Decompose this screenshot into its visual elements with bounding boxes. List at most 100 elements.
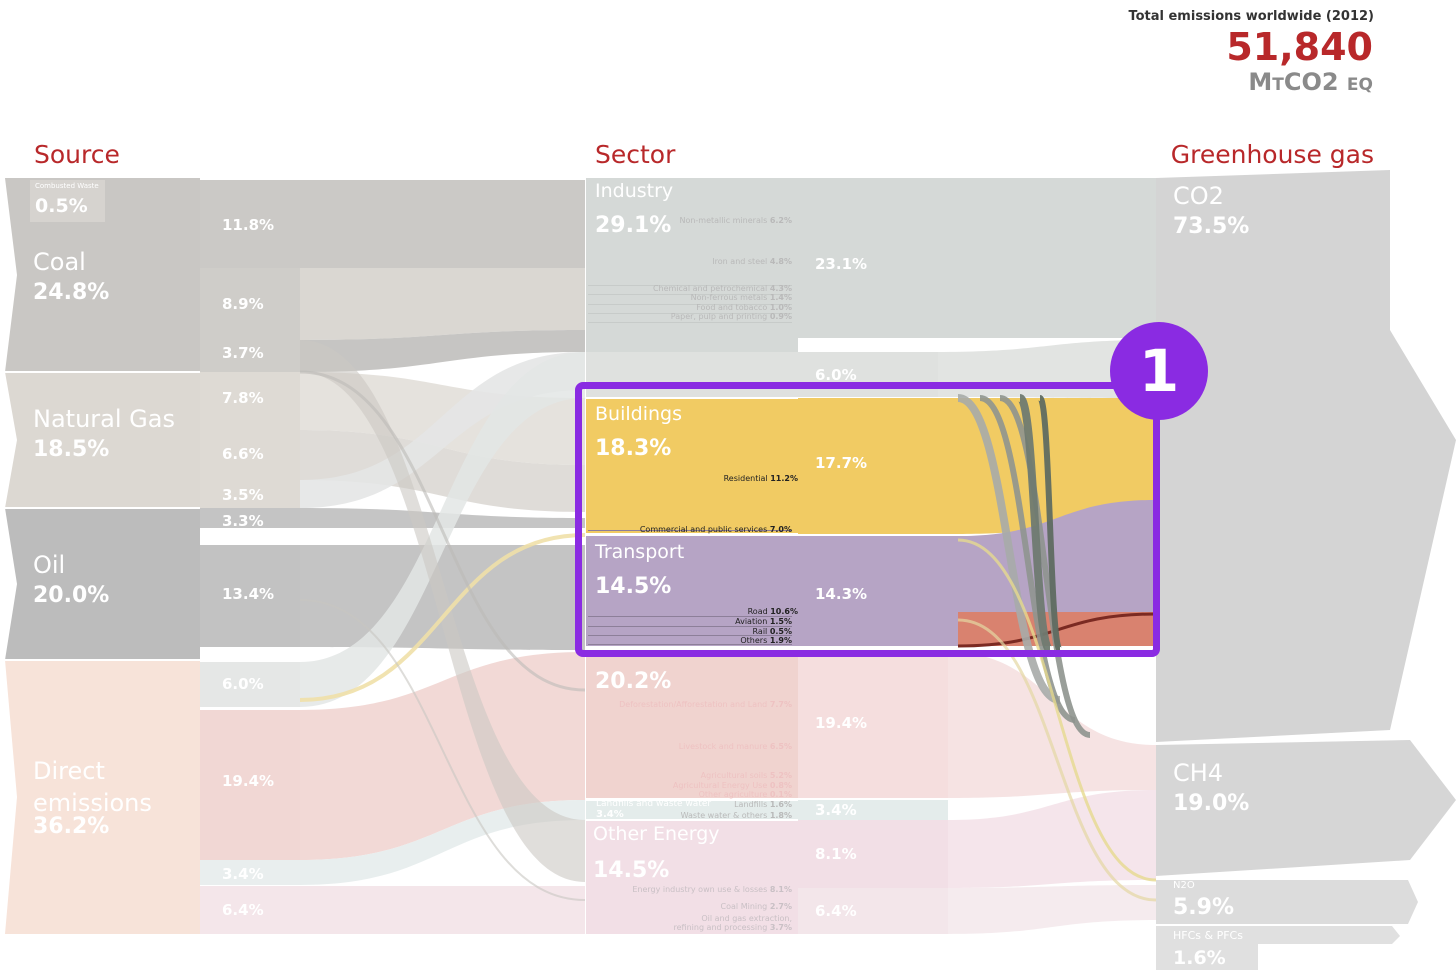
gas-block-n2o xyxy=(1156,880,1418,924)
sector-value-industry: 29.1% xyxy=(595,213,672,238)
flow-line xyxy=(1016,394,1054,654)
highlight-box xyxy=(575,382,1160,657)
sector-value-agriculture: 20.2% xyxy=(595,669,672,694)
flow-block xyxy=(200,430,300,480)
divider xyxy=(588,644,792,645)
column-header-sector: Sector xyxy=(595,140,676,169)
divider xyxy=(586,533,798,535)
flow-value: 7.8% xyxy=(222,389,264,407)
subsector-label: Agricultural soils 5.2% xyxy=(700,771,792,780)
gas-block-co2 xyxy=(1156,170,1456,742)
sector-label-other-energy: Other Energy xyxy=(593,823,720,845)
source-block-combusted-waste xyxy=(30,180,105,222)
flow-line xyxy=(299,533,586,702)
source-label-coal: Coal xyxy=(33,248,86,276)
flow-ribbon xyxy=(948,790,1156,888)
sector-value-waste: 3.4% xyxy=(596,809,624,820)
gas-value-co2: 73.5% xyxy=(1173,214,1250,239)
flow-value: 6.6% xyxy=(222,445,264,463)
subsector-label: Others 1.9% xyxy=(740,636,792,645)
divider xyxy=(588,294,792,295)
flow-value: 3.7% xyxy=(222,344,264,362)
flow-block xyxy=(798,352,938,397)
flow-ribbon xyxy=(300,652,585,860)
flow-value: 6.0% xyxy=(222,675,264,693)
divider xyxy=(588,304,792,305)
flow-block xyxy=(798,536,958,646)
flow-block xyxy=(798,652,948,798)
subsector-label: Residential 11.2% xyxy=(723,474,798,483)
subsector-label: refining and processing 3.7% xyxy=(673,923,793,932)
flow-ribbon xyxy=(948,885,1156,934)
flow-ribbon xyxy=(300,268,585,340)
flow-ribbon xyxy=(300,340,585,882)
subsector-label: Chemical and petrochemical 4.3% xyxy=(652,284,792,293)
gas-label-n2o: N2O xyxy=(1173,880,1195,891)
flow-value: 6.4% xyxy=(815,902,857,920)
divider xyxy=(588,322,792,323)
divider xyxy=(5,659,200,661)
flow-block xyxy=(798,888,948,934)
source-label-natural-gas: Natural Gas xyxy=(33,405,175,433)
sector-value-buildings: 18.3% xyxy=(595,436,672,461)
divider xyxy=(588,285,792,286)
source-label-direct-emissions: Direct emissions xyxy=(33,757,152,817)
flow-line xyxy=(957,394,1061,704)
flow-block xyxy=(798,800,948,820)
flow-block xyxy=(200,268,300,340)
flow-block xyxy=(200,545,300,647)
subsector-label: Rail 0.5% xyxy=(752,627,792,636)
gas-block-hfcs xyxy=(1156,926,1400,970)
flow-value: 14.3% xyxy=(815,585,868,603)
gas-block-ch4 xyxy=(1156,740,1456,876)
gas-label-ch4: CH4 xyxy=(1173,759,1224,787)
subsector-label: Aviation 1.5% xyxy=(735,617,792,626)
divider xyxy=(588,616,792,617)
total-caption: Total emissions worldwide (2012) xyxy=(1128,9,1374,24)
sector-label-industry: Industry xyxy=(595,180,674,202)
flow-value: 17.7% xyxy=(815,454,868,472)
source-value-oil: 20.0% xyxy=(33,583,110,608)
flow-value: 11.8% xyxy=(222,216,275,234)
flow-value: 3.4% xyxy=(222,865,264,883)
flow-ribbon xyxy=(300,430,585,512)
subsector-label: Non-metallic minerals 6.2% xyxy=(679,216,792,225)
source-block-coal xyxy=(5,178,200,372)
flow-value: 13.4% xyxy=(222,585,275,603)
flow-ribbon xyxy=(958,398,1156,534)
flow-block xyxy=(798,178,1156,338)
flow-line xyxy=(299,599,586,901)
divider xyxy=(5,507,200,509)
sector-block-industry-lower xyxy=(586,352,798,397)
source-label-combusted-waste: Combusted Waste xyxy=(35,182,99,190)
source-value-coal: 24.8% xyxy=(33,280,110,305)
flow-value: 6.4% xyxy=(222,901,264,919)
flow-block xyxy=(200,340,300,372)
divider xyxy=(588,626,792,627)
divider xyxy=(5,371,200,373)
flow-line xyxy=(979,395,1076,723)
flow-line xyxy=(299,370,586,692)
flow-value: 8.1% xyxy=(815,845,857,863)
flow-block xyxy=(200,886,585,934)
gas-label-hfcs-pfcs: HFCs & PFCs xyxy=(1173,929,1243,942)
subsector-label: Other agriculture 0.1% xyxy=(698,790,792,799)
source-block-natural-gas xyxy=(5,372,200,508)
source-block-oil xyxy=(5,508,200,660)
flow-block xyxy=(200,480,300,508)
subsector-label: Landfills 1.6% xyxy=(734,800,792,809)
subsector-label: Paper, pulp and printing 0.9% xyxy=(670,312,792,321)
flow-value: 19.4% xyxy=(815,714,868,732)
subsector-label: Oil and gas extraction, xyxy=(701,914,792,923)
gas-label-co2: CO2 xyxy=(1173,182,1224,210)
sector-label-buildings: Buildings xyxy=(595,403,682,425)
flow-value: 19.4% xyxy=(222,772,275,790)
flow-block xyxy=(798,820,948,888)
flow-value: 6.0% xyxy=(815,366,857,384)
flow-line xyxy=(957,618,1157,902)
column-header-gas: Greenhouse gas xyxy=(1170,140,1374,169)
sector-block-agriculture xyxy=(586,652,798,798)
flow-block xyxy=(798,398,958,534)
